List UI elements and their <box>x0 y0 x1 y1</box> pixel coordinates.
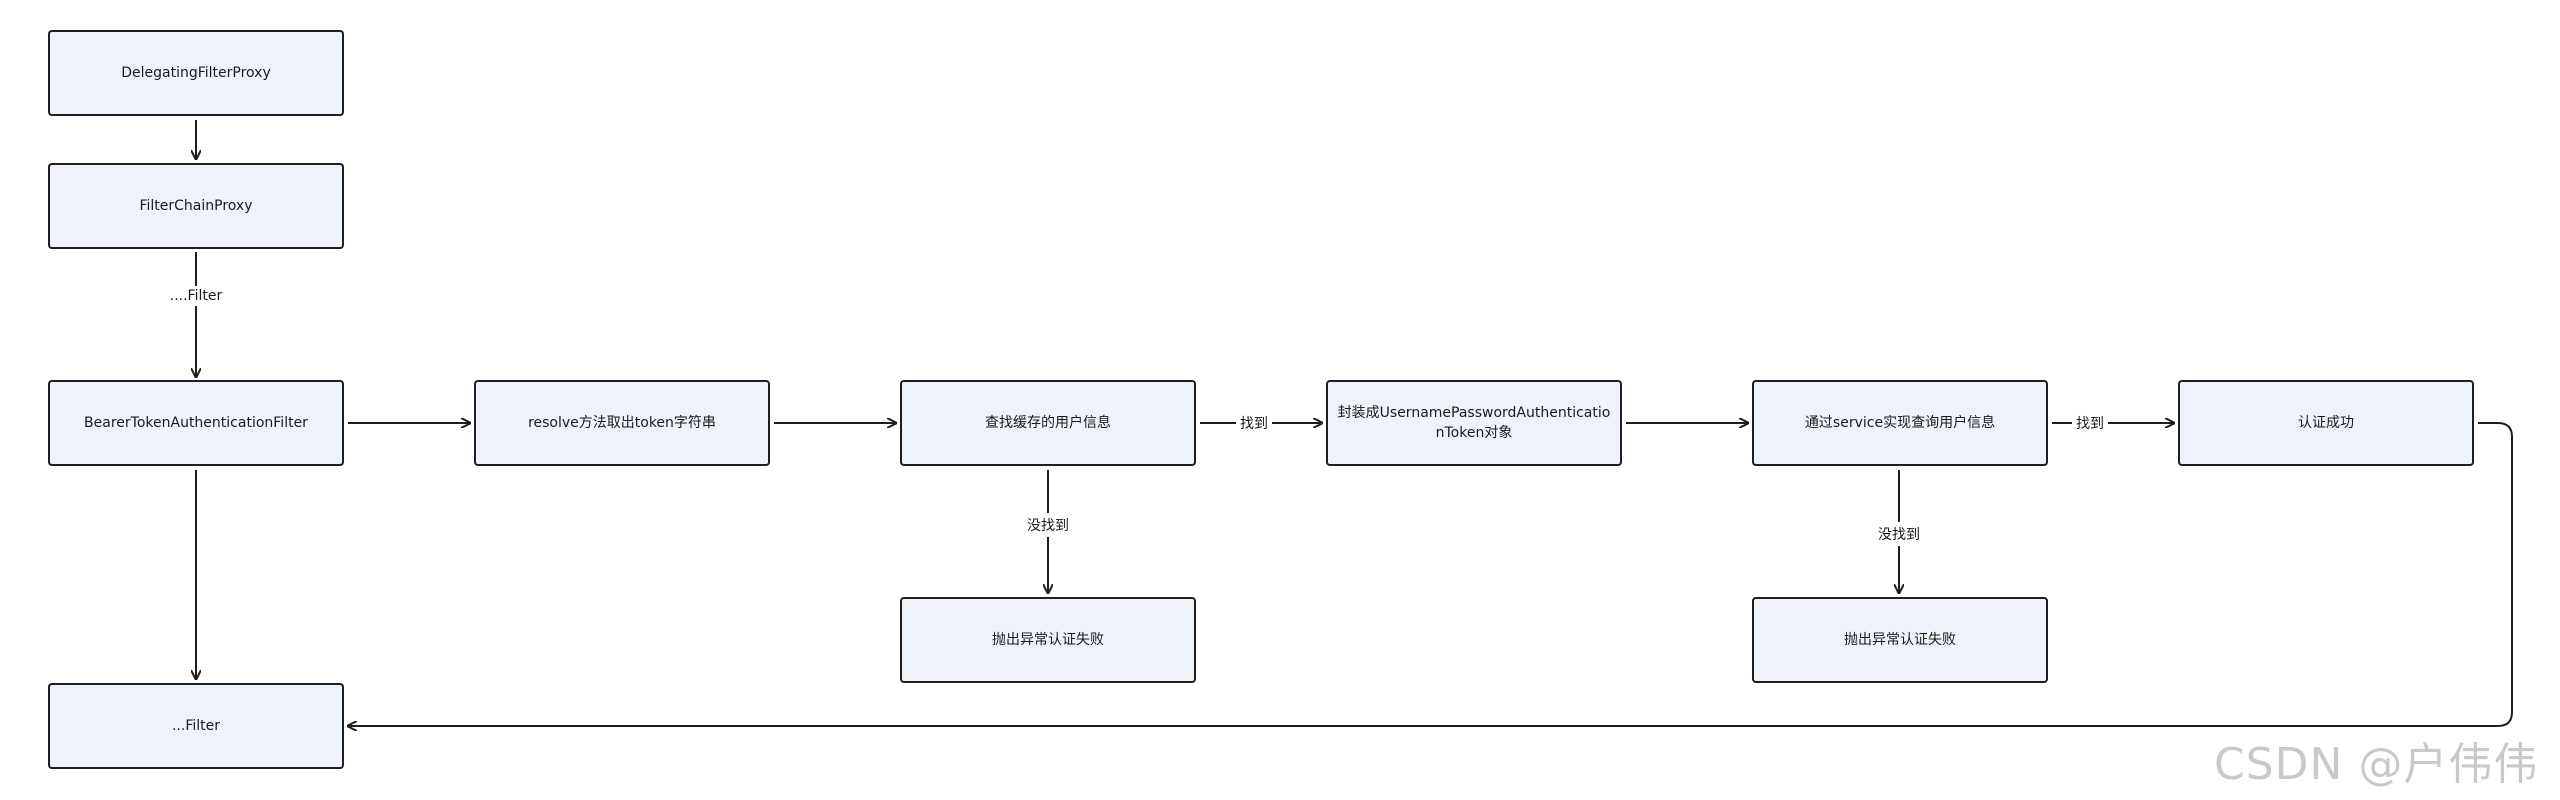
node-label: 通过service实现查询用户信息 <box>1804 415 1996 431</box>
node-filter-end: ...Filter <box>48 683 344 769</box>
node-filter-chain-proxy: FilterChainProxy <box>48 163 344 249</box>
node-cache-lookup: 查找缓存的用户信息 <box>900 380 1196 466</box>
edge-success-filterend <box>348 422 2513 726</box>
node-bearer-token-filter: BearerTokenAuthenticationFilter <box>48 380 344 466</box>
edge-label-filter: ....Filter <box>165 286 227 306</box>
node-label: 认证成功 <box>2298 415 2354 431</box>
node-label: 抛出异常认证失败 <box>1844 632 1956 648</box>
node-label: BearerTokenAuthenticationFilter <box>84 415 308 431</box>
node-service-query: 通过service实现查询用户信息 <box>1752 380 2048 466</box>
node-auth-success: 认证成功 <box>2178 380 2474 466</box>
node-auth-fail-1: 抛出异常认证失败 <box>900 597 1196 683</box>
node-label: 抛出异常认证失败 <box>992 632 1104 648</box>
node-label: FilterChainProxy <box>139 198 253 214</box>
node-resolve-token: resolve方法取出token字符串 <box>474 380 770 466</box>
edge-label-service-found: 找到 <box>2072 411 2108 435</box>
node-label: DelegatingFilterProxy <box>121 65 271 81</box>
edge-label-cache-found: 找到 <box>1236 411 1272 435</box>
node-label: 封装成UsernamePasswordAuthenticationToken对象 <box>1337 405 1611 441</box>
node-wrap-token: 封装成UsernamePasswordAuthenticationToken对象 <box>1326 380 1622 466</box>
node-auth-fail-2: 抛出异常认证失败 <box>1752 597 2048 683</box>
node-label: ...Filter <box>171 718 221 734</box>
watermark: CSDN @户伟伟 <box>2214 739 2539 790</box>
node-label: 查找缓存的用户信息 <box>985 415 1111 431</box>
edge-label-cache-notfound: 没找到 <box>1023 513 1073 537</box>
node-delegating-filter-proxy: DelegatingFilterProxy <box>48 30 344 116</box>
node-label: resolve方法取出token字符串 <box>528 415 716 431</box>
edge-label-service-notfound: 没找到 <box>1874 522 1924 546</box>
